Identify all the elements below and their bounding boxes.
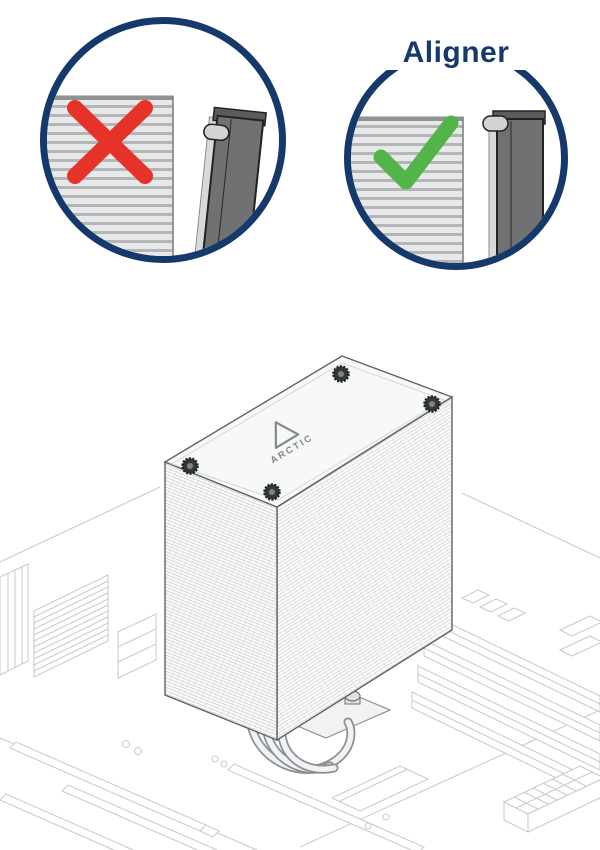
cooler-on-motherboard-drawing: ARCTIC <box>0 355 600 850</box>
correct-alignment-drawing <box>351 110 546 263</box>
fin-stack <box>47 95 174 256</box>
screw-icon <box>181 457 199 475</box>
fan-alignment-tab <box>482 115 509 132</box>
tower-left-face <box>164 460 278 742</box>
aligner-label-text: Aligner <box>384 36 528 70</box>
pcie-slots <box>0 741 425 850</box>
atx-connector <box>502 765 600 833</box>
chokes <box>460 589 527 622</box>
wrong-alignment-drawing <box>47 95 267 256</box>
edge-headers <box>558 615 600 657</box>
capacitors <box>121 739 390 830</box>
fan-frame <box>482 110 546 263</box>
io-bracket <box>0 563 29 676</box>
fan-frame <box>194 106 267 256</box>
fan-alignment-tab <box>203 123 230 142</box>
screw-icon <box>423 395 441 413</box>
screw-icon <box>263 483 281 501</box>
callout-correct-alignment <box>344 46 568 270</box>
socket-block <box>117 613 157 679</box>
aligner-label: Aligner <box>344 36 568 75</box>
screw-icon <box>332 365 350 383</box>
cross-icon <box>67 100 153 184</box>
vrm-heatsink <box>33 574 109 678</box>
check-icon <box>373 115 459 190</box>
arctic-triangle-icon <box>274 421 300 449</box>
cooler-illustration: ARCTIC <box>0 330 600 850</box>
callout-wrong-alignment <box>40 17 286 263</box>
motherboard-outline <box>0 486 600 850</box>
chipset-block <box>330 765 430 812</box>
heatsink-tower: ARCTIC <box>163 355 454 742</box>
cooler-top-face <box>163 355 454 508</box>
